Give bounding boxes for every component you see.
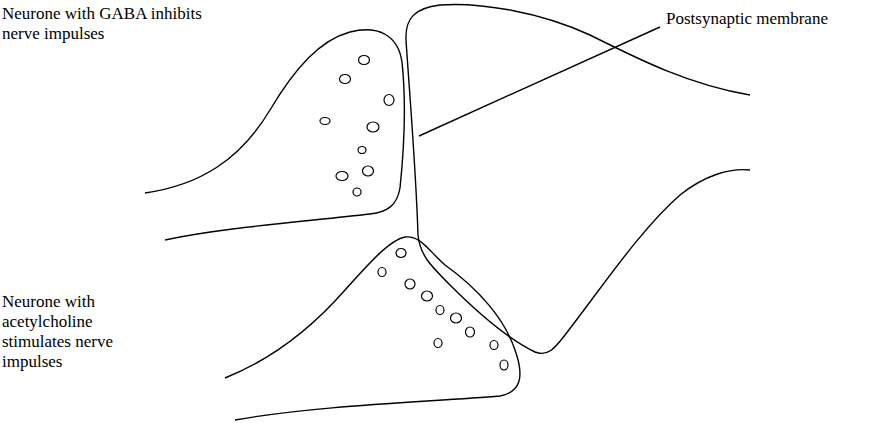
vesicle	[363, 166, 374, 176]
vesicles	[320, 56, 508, 371]
postsynaptic-outline	[406, 4, 750, 353]
vesicle	[378, 268, 386, 277]
acetylcholine-terminal-outline	[225, 237, 520, 420]
vesicle	[405, 279, 415, 289]
vesicle	[384, 95, 394, 106]
vesicle	[500, 360, 508, 370]
neurone-label: Neurone with acetylcholine stimulates ne…	[2, 292, 152, 372]
vesicle	[367, 122, 379, 132]
vesicle	[434, 339, 442, 348]
membrane-label: Postsynaptic membrane	[666, 9, 881, 29]
vesicle	[396, 249, 406, 258]
vesicle	[466, 327, 475, 337]
leader-line	[419, 27, 660, 136]
gaba-terminal-outline	[145, 30, 404, 240]
vesicle	[358, 147, 366, 154]
vesicle	[340, 75, 351, 84]
vesicle	[353, 188, 361, 196]
vesicle	[336, 172, 348, 181]
vesicle	[359, 56, 370, 65]
vesicle	[422, 291, 433, 301]
vesicle	[436, 306, 444, 315]
vesicle	[320, 118, 330, 125]
neurone-label: Neurone with GABA inhibits nerve impulse…	[2, 4, 232, 44]
vesicle	[490, 341, 498, 350]
vesicle	[451, 313, 462, 323]
